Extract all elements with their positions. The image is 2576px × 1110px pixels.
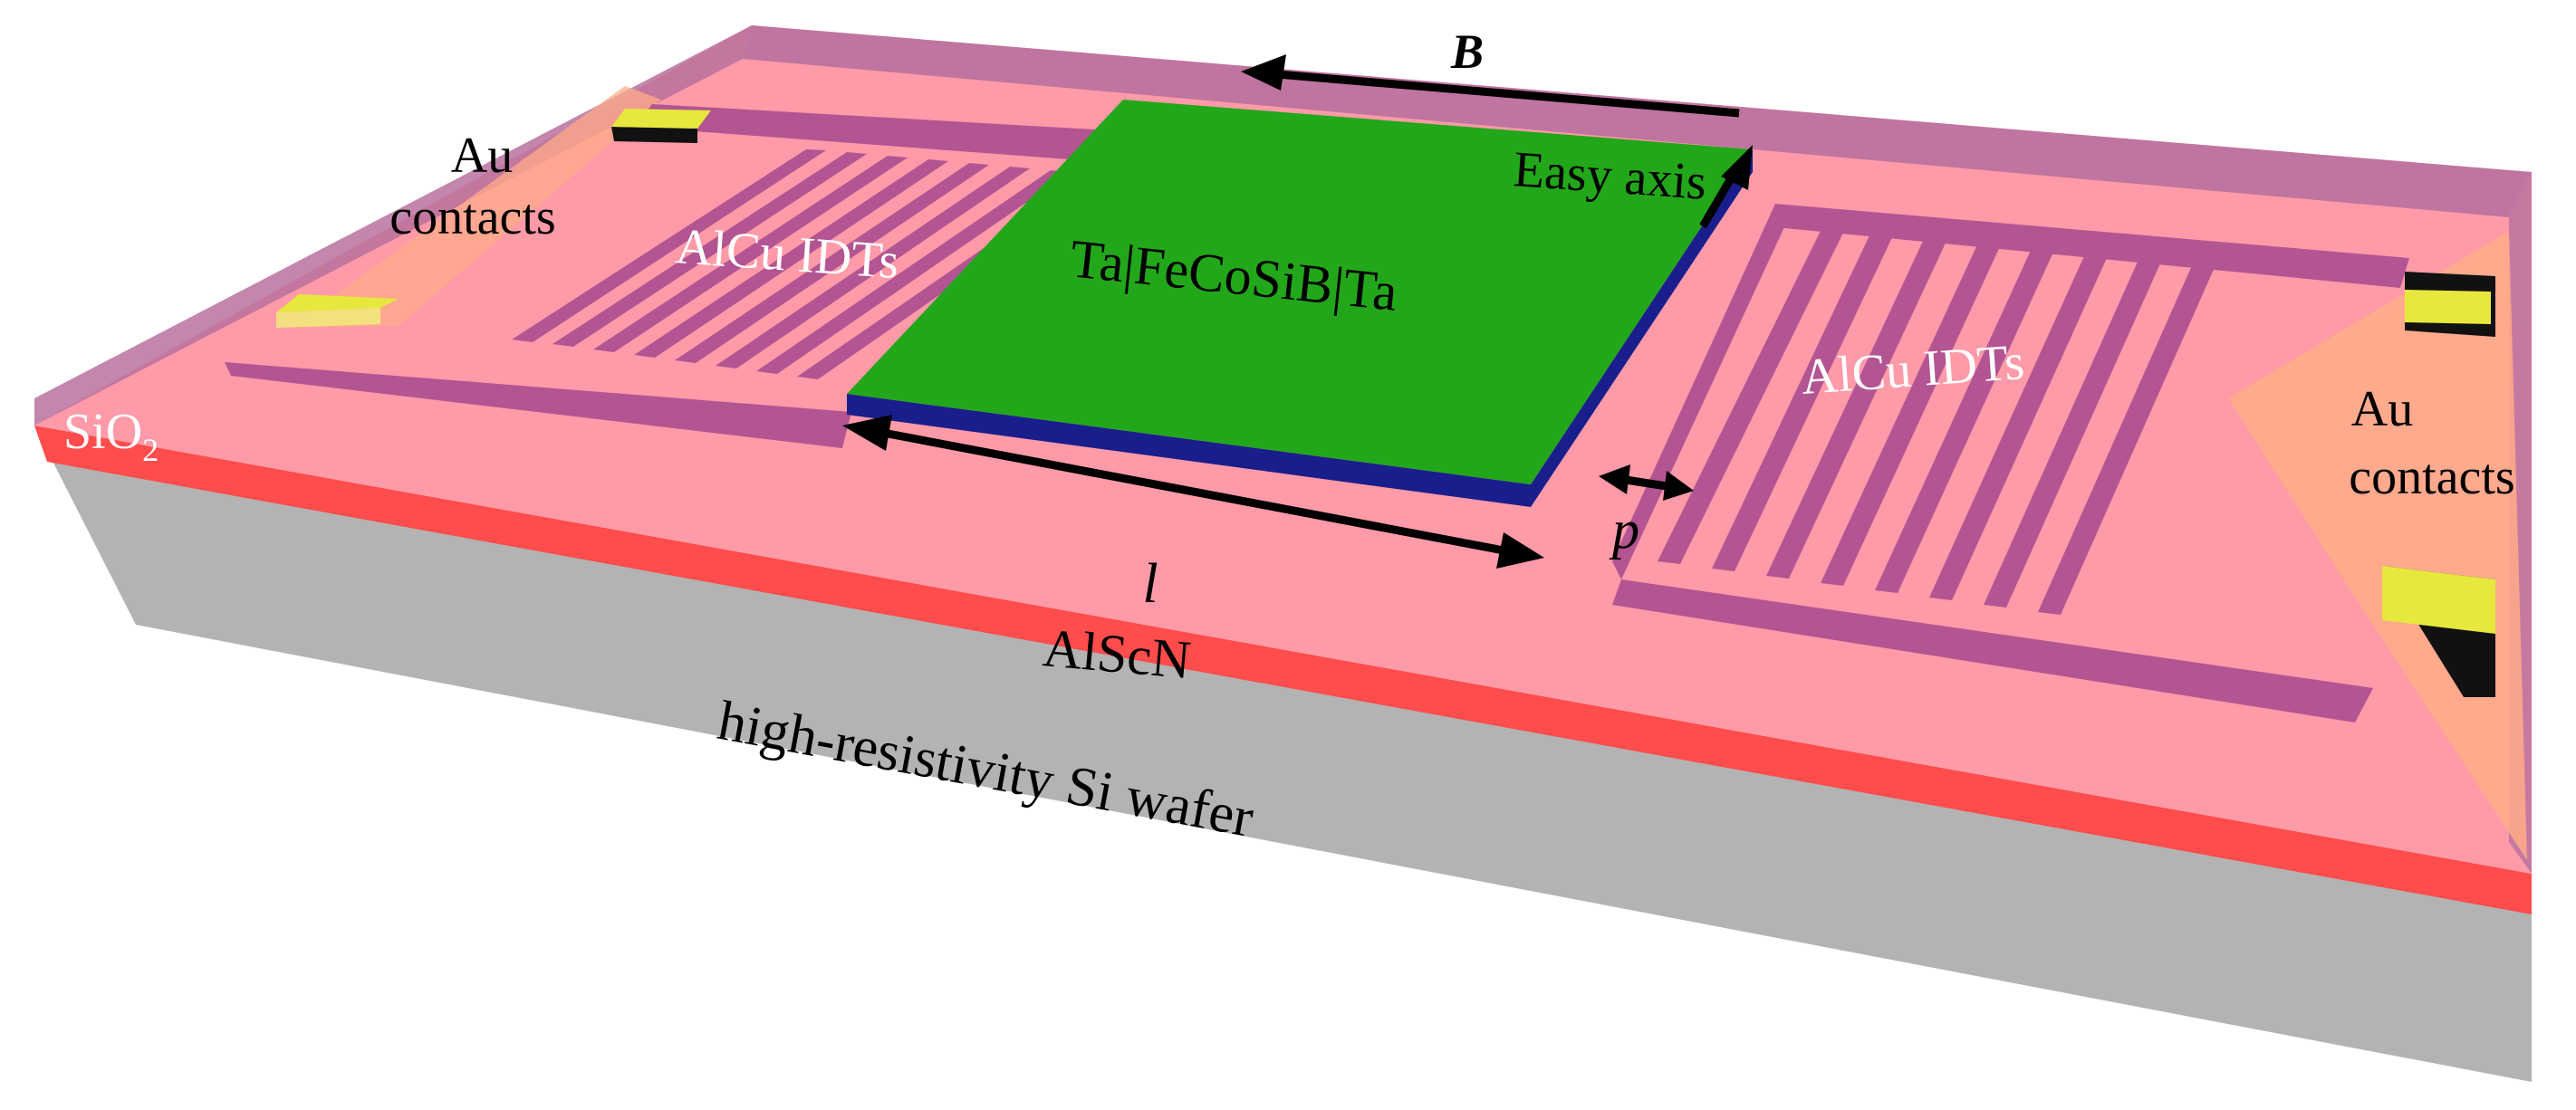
idt-right-bottom-bus — [1612, 579, 2373, 722]
idt-left-top-bus — [634, 104, 1205, 167]
idt-left-bottom-bus — [225, 362, 851, 448]
film-side-front — [847, 394, 1531, 507]
film-top — [847, 100, 1753, 484]
easy-axis-arrow — [1699, 145, 1753, 229]
sio2-back-edge — [743, 25, 2532, 217]
alscn-label: AlScN — [1041, 617, 1193, 690]
pitch-label: p — [1609, 500, 1639, 560]
b-field-arrow — [1241, 54, 1740, 118]
film-side-right — [1531, 149, 1753, 507]
sio2-label: SiO2 — [63, 404, 159, 468]
idt-left-fingers — [512, 149, 1111, 379]
magnetic-film — [847, 100, 1753, 507]
arrows — [842, 54, 1753, 569]
contact-region-right — [2228, 231, 2527, 860]
au-pad-left-top — [611, 109, 711, 143]
contact-region-left — [290, 86, 661, 328]
au-pads — [276, 109, 2495, 697]
au-contacts-right-line1: Au — [2351, 381, 2413, 437]
idt-left — [225, 104, 1205, 448]
pitch-arrow — [1599, 464, 1694, 501]
alscn-layer — [34, 426, 2532, 914]
length-arrow — [842, 415, 1544, 569]
b-field-label: B — [1450, 24, 1484, 79]
idt-right-top-bus — [1766, 204, 2409, 288]
si-wafer-front — [34, 426, 2532, 1082]
au-contacts-left-line2: contacts — [389, 189, 555, 245]
sio2-label-base: SiO — [63, 404, 142, 460]
contact-regions — [290, 86, 2527, 860]
au-contacts-left-line1: Au — [451, 128, 513, 184]
idt-right-fingers — [1658, 231, 2219, 615]
length-label: l — [1142, 553, 1158, 615]
au-contacts-right-line2: contacts — [2349, 449, 2514, 505]
sio2-label-sub: 2 — [142, 432, 159, 468]
au-pad-left-bottom — [276, 294, 399, 328]
idt-right — [1612, 204, 2409, 722]
easy-axis-label: Easy axis — [1512, 141, 1708, 211]
au-pad-right-top — [2405, 272, 2495, 337]
au-pad-right-bottom — [2382, 566, 2495, 697]
